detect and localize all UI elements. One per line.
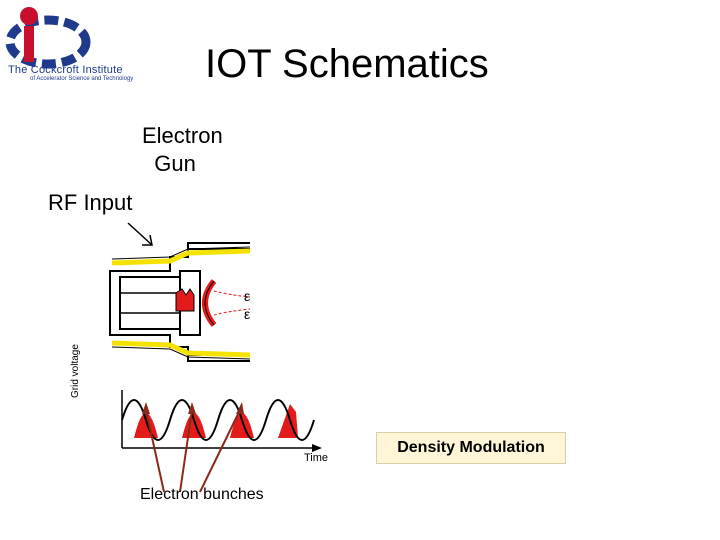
rf-input-arrowhead [142,234,153,246]
cockcroft-logo-icon [5,7,91,69]
electron-beam-dash-lower [213,308,251,316]
time-axis-label: Time [304,452,329,464]
svg-text:ε: ε [244,306,250,322]
svg-text:ε: ε [244,288,250,304]
electron-bunches-label: Electron bunches [140,486,264,503]
rf-input-arrow [127,222,153,246]
logo-subtitle-text: of Accelerator Science and Technology [30,76,134,82]
bunch-arrow-2 [179,409,193,493]
rf-input-label: RF Input [48,190,133,215]
sine-wave [121,399,315,441]
upper-rf-lead [111,248,251,266]
electron-gun-label: Electron Gun [142,123,223,176]
bunch-fill-1 [134,413,158,438]
electron-gun-schematic: ε ε [109,222,251,362]
lower-rf-lead-outline [111,346,251,360]
grid-voltage-waveform [121,390,322,493]
electron-beam-dash-upper [213,290,251,298]
x-axis-arrowhead [312,444,322,452]
upper-rf-lead-outline [111,246,251,260]
bunch-arrow-3 [199,409,241,493]
bunch-arrow-1 [145,409,165,493]
page-title: IOT Schematics [205,42,489,86]
density-modulation-text: Density Modulation [397,439,545,456]
logo-name-text: The Cockcroft Institute [8,64,123,76]
grid-voltage-label: Grid voltage [70,344,81,398]
cathode [175,288,195,312]
lower-rf-lead [111,340,251,358]
density-modulation-callout: Density Modulation [376,432,566,464]
